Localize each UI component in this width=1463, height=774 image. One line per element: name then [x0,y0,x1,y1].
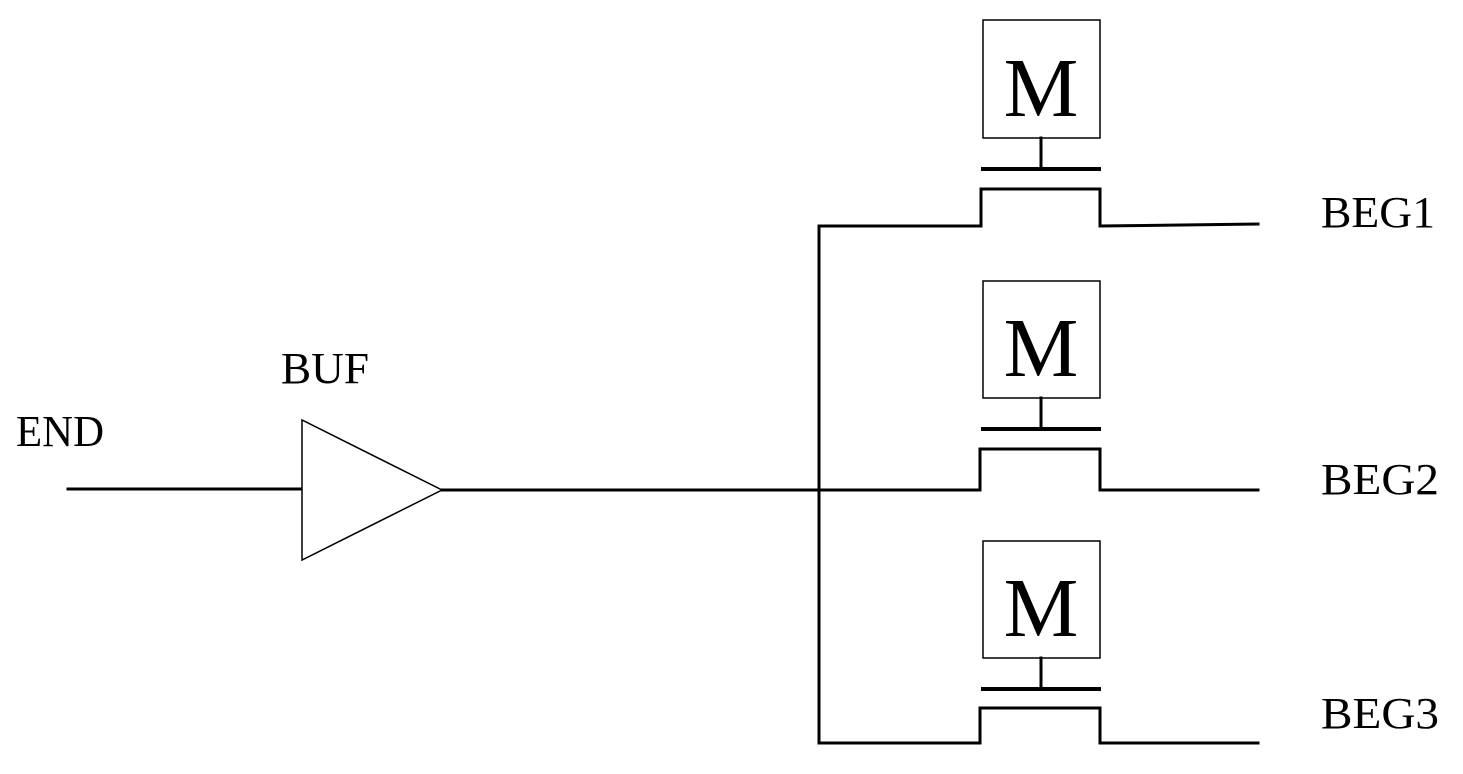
branch-3: M BEG3 [817,540,1439,745]
output-label-beg2: BEG2 [1321,455,1439,504]
output-label-beg3: BEG3 [1321,689,1439,738]
memory-label-1: M [1004,42,1079,135]
buffer-triangle-icon [301,418,444,562]
memory-cell-3 [982,540,1101,659]
channel-wire-2 [817,447,1260,492]
memory-label-2: M [1004,302,1079,395]
branch-2: M BEG2 [817,280,1439,504]
channel-wire-1 [817,187,1260,228]
input-label-end: END [16,407,104,456]
output-label-beg1: BEG1 [1321,188,1435,237]
memory-cell-1 [982,19,1101,139]
branch-1: M BEG1 [817,19,1435,237]
channel-wire-3 [817,706,1260,745]
buffer-label: BUF [281,344,369,393]
memory-label-3: M [1004,562,1079,655]
